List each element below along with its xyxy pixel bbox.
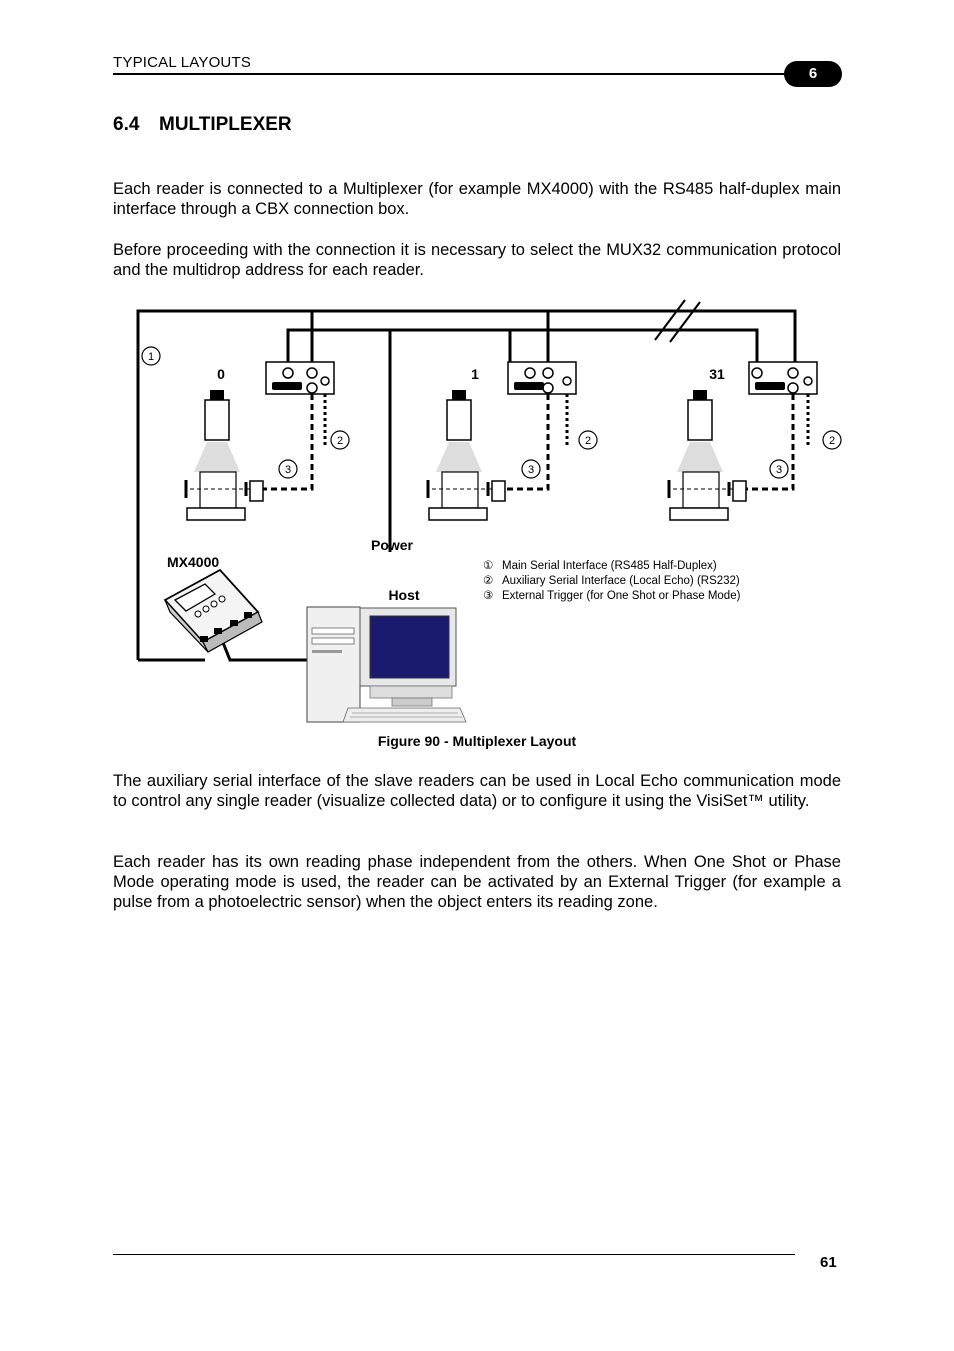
running-header: TYPICAL LAYOUTS [113,54,252,71]
conveyor-object [441,471,479,509]
mx4000-label: MX4000 [167,554,219,570]
paragraph-3: The auxiliary serial interface of the sl… [113,772,841,810]
svg-text:3: 3 [776,464,782,476]
paragraph-2: Before proceeding with the connection it… [113,241,841,279]
reader-0-label: 0 [217,366,225,382]
legend-text-1: Main Serial Interface (RS485 Half-Duplex… [502,560,717,572]
cbx-port [787,382,799,394]
photoelectric-sensor [249,480,264,502]
reader-body [446,399,472,441]
cbx-port [542,382,554,394]
cbx-port [542,367,554,379]
cbx-port [803,376,813,386]
conveyor-object [682,471,720,509]
cbx-port [751,367,763,379]
cbx-connector [755,382,785,390]
legend-text-2: Auxiliary Serial Interface (Local Echo) … [502,575,740,587]
reader-beam [194,442,240,472]
reader-beam [436,442,482,472]
conveyor-base [186,507,246,521]
svg-text:3: 3 [528,464,534,476]
conveyor-object [199,471,237,509]
cbx-connector [272,382,302,390]
cbx-port [787,367,799,379]
cbx-connector [514,382,544,390]
chapter-badge: 6 [784,61,842,87]
multiplexer-layout-figure: 0 1 31 1 2 2 2 3 3 3 Power MX4000 [113,296,853,732]
section-title-text: MULTIPLEXER [159,114,292,135]
trigger-line [505,394,550,491]
reader-station-31 [667,361,818,521]
svg-text:3: 3 [285,464,291,476]
legend-marker-3: ③ [483,590,493,602]
reader-body [687,399,713,441]
reader-body [204,399,230,441]
host-computer [306,606,467,723]
power-label: Power [371,537,414,553]
cbx-port [524,367,536,379]
svg-text:2: 2 [337,435,343,447]
conveyor-base [669,507,729,521]
reader-cap [210,390,224,400]
reader-station-0 [184,361,335,521]
legend-marker-1: ① [483,560,493,572]
section-number: 6.4 [113,114,140,135]
header-rule [113,73,803,75]
reader-station-1 [426,361,577,521]
reader-beam [677,442,723,472]
reader-1-label: 1 [471,366,479,382]
svg-text:2: 2 [585,435,591,447]
section-title: 6.4 MULTIPLEXER [113,114,292,136]
mx4000-multiplexer [163,568,263,653]
legend-marker-2: ② [483,575,493,587]
legend: ① Main Serial Interface (RS485 Half-Dupl… [483,560,741,602]
cbx-port [320,376,330,386]
host-label: Host [388,587,419,603]
layout-diagram: 0 1 31 1 2 2 2 3 3 3 Power MX4000 [136,299,842,723]
paragraph-4: Each reader has its own reading phase in… [113,853,841,911]
paragraph-1: Each reader is connected to a Multiplexe… [113,180,841,218]
trigger-line [746,394,795,491]
cbx-port [306,382,318,394]
break-mark [654,299,701,343]
main-bus-wiring [136,309,797,662]
cbx-port [306,367,318,379]
callout-external-trigger: 3 3 3 [278,459,789,479]
svg-text:2: 2 [829,435,835,447]
cbx-port [282,367,294,379]
cbx-port [562,376,572,386]
conveyor-base [428,507,488,521]
page-number: 61 [820,1254,837,1271]
trigger-line [263,394,314,491]
callout-aux-interface: 2 2 2 [330,430,842,450]
reader-cap [452,390,466,400]
reader-cap [693,390,707,400]
photoelectric-sensor [491,480,506,502]
svg-text:1: 1 [148,351,154,363]
callout-main-interface: 1 [141,346,161,366]
footer-rule [113,1254,795,1255]
legend-text-3: External Trigger (for One Shot or Phase … [502,590,741,602]
figure-caption: Figure 90 - Multiplexer Layout [377,733,577,749]
photoelectric-sensor [732,480,747,502]
reader-31-label: 31 [709,366,725,382]
